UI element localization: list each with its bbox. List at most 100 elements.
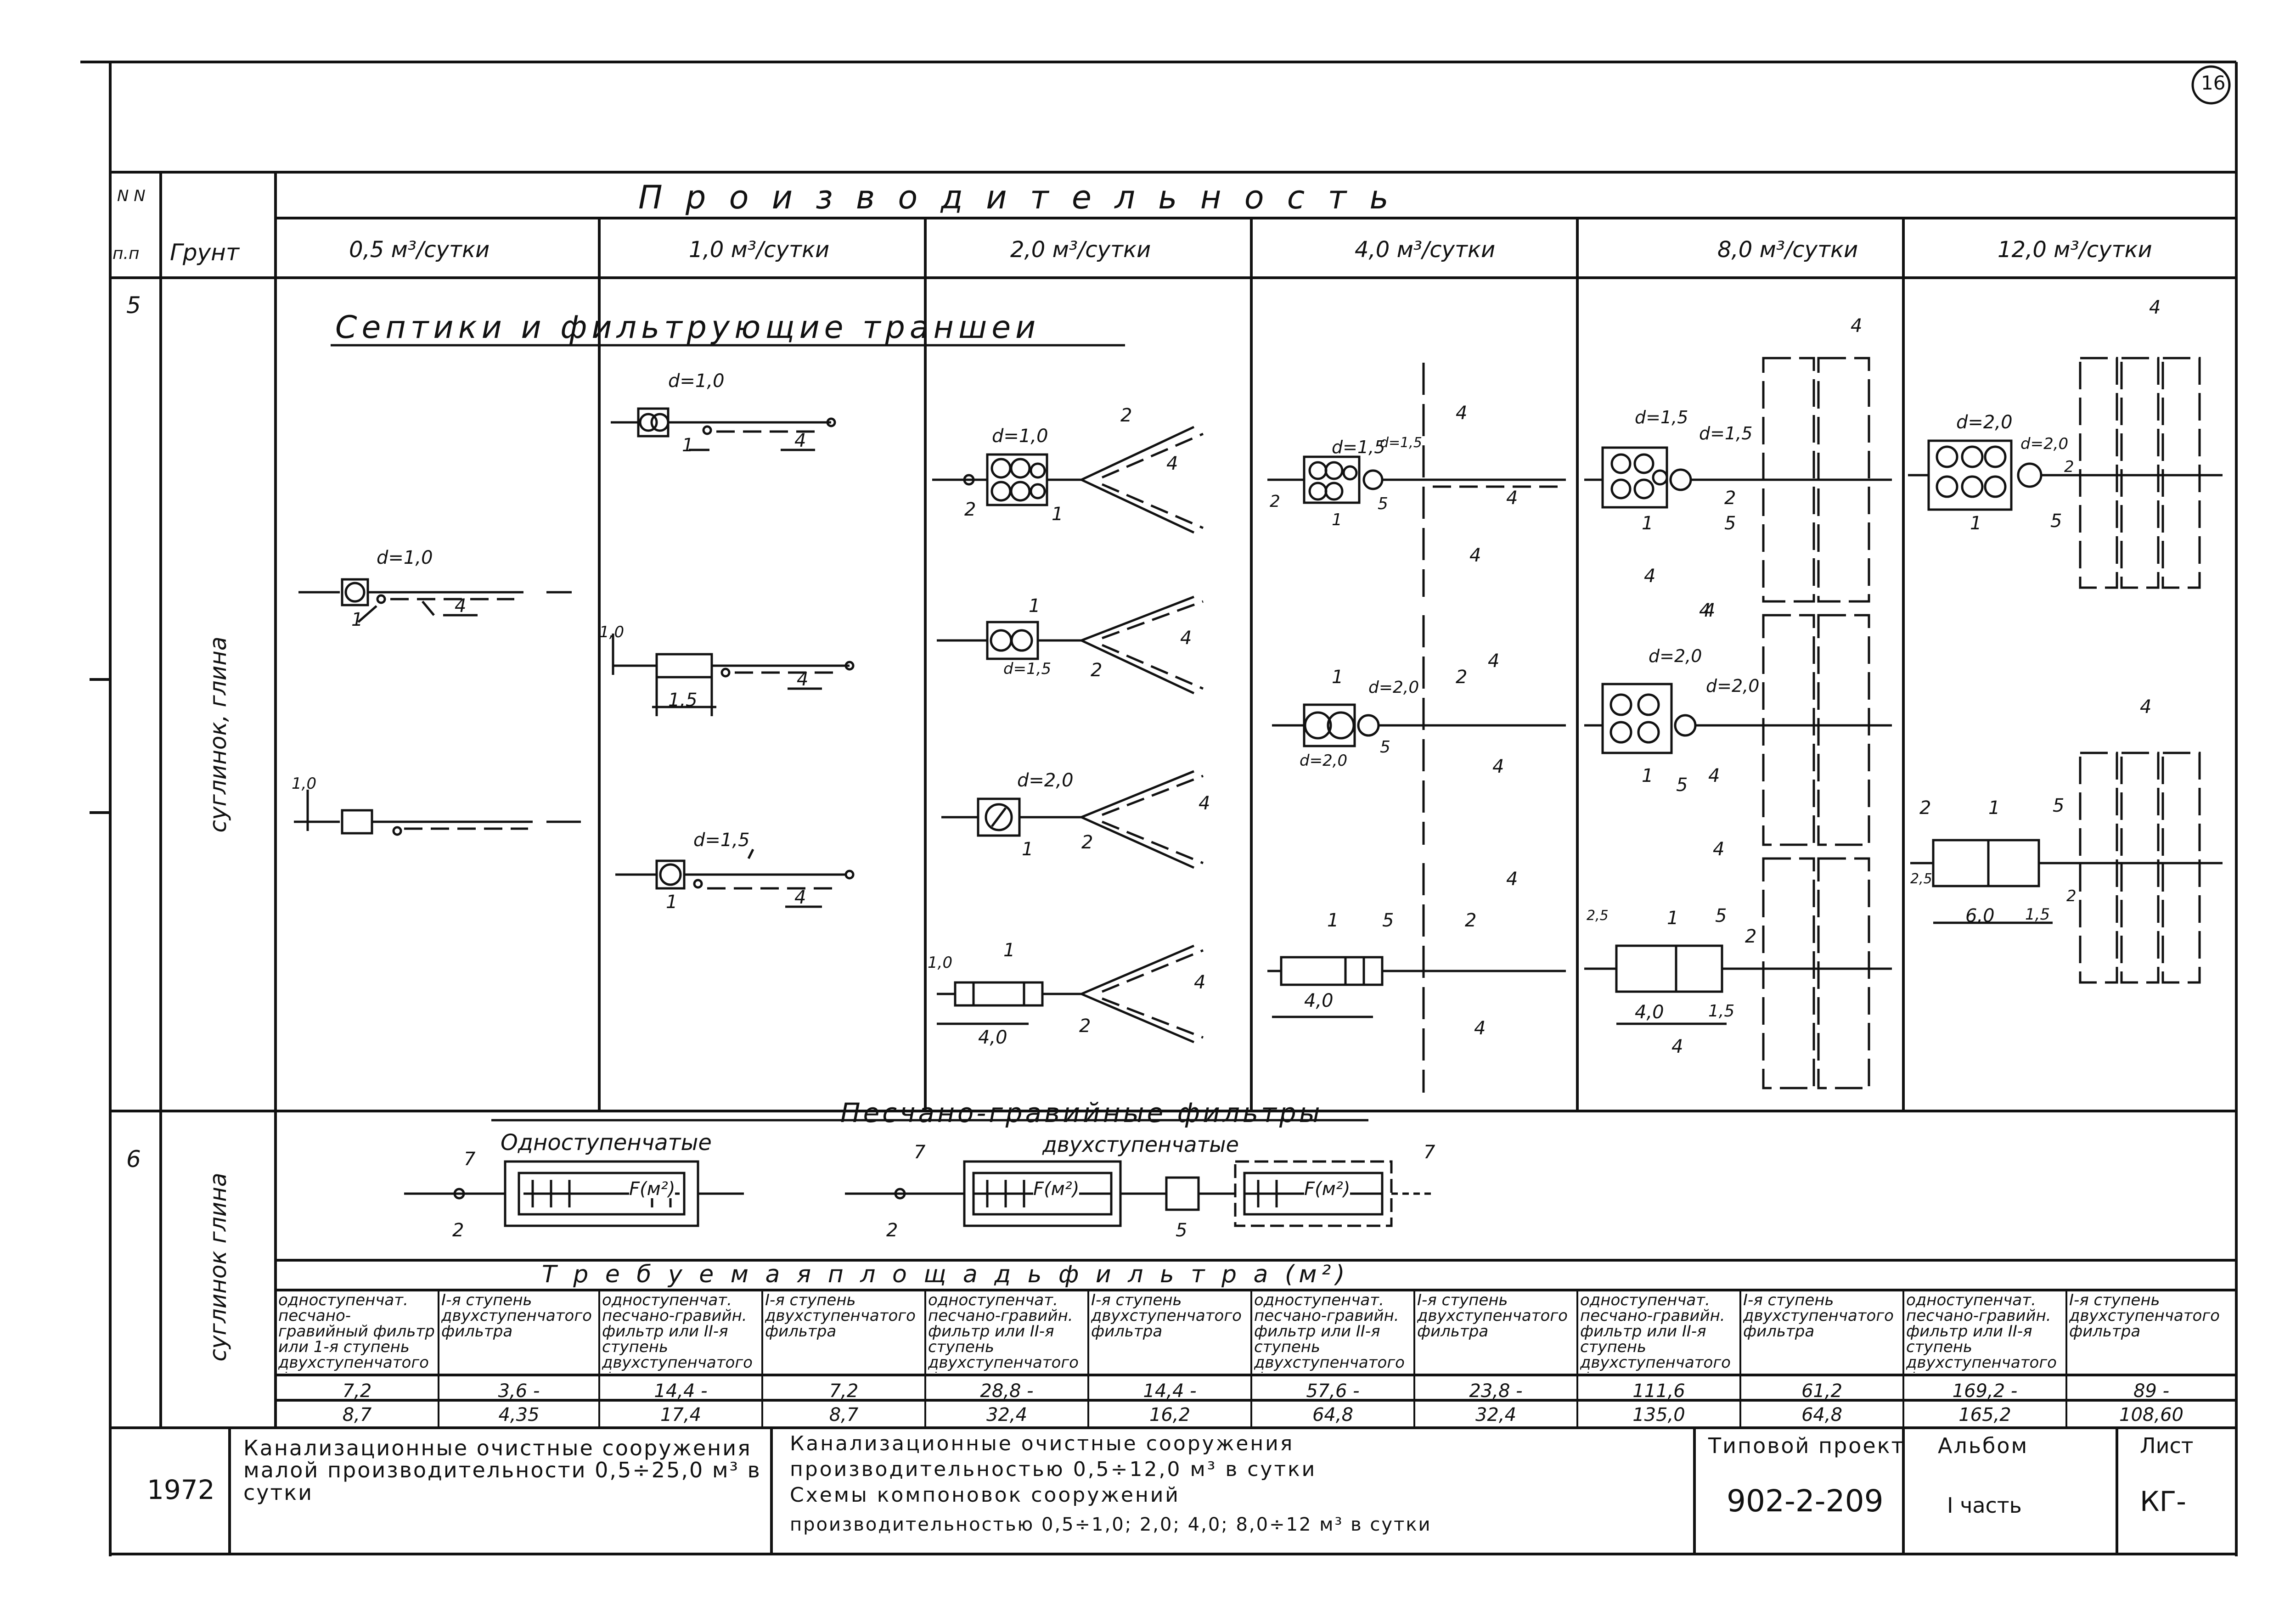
label-dim15-e: 1,5 bbox=[1708, 1002, 1735, 1021]
label-dim10-b: 1,0 bbox=[599, 623, 625, 641]
label-n1-f: 1 bbox=[1022, 839, 1034, 860]
label-d15-d2: d=1,5 bbox=[1380, 435, 1422, 451]
label-dim25-e: 2,5 bbox=[1587, 908, 1609, 924]
area-value-bottom-4: 32,4 bbox=[986, 1404, 1028, 1425]
header-capacity-title: П р о и з в о д и т е л ь н о с т ь bbox=[638, 179, 1395, 216]
label-n2-n: 2 bbox=[2064, 458, 2074, 476]
header-col-1: 1,0 м³/сутки bbox=[689, 237, 830, 263]
label-n2-g: 2 bbox=[1079, 1016, 1091, 1037]
label-dim15-b: 1,5 bbox=[668, 690, 698, 711]
area-value-bottom-5: 16,2 bbox=[1149, 1404, 1191, 1425]
label-d10-b: d=1,0 bbox=[668, 370, 725, 392]
title-block-object-title: Канализационные очистные сооружения мало… bbox=[243, 1436, 761, 1505]
area-value-bottom-10: 165,2 bbox=[1958, 1404, 2011, 1425]
header-col-4: 8,0 м³/сутки bbox=[1717, 237, 1858, 263]
header-ground: Грунт bbox=[170, 239, 240, 266]
label-n1-k: 1 bbox=[1642, 513, 1654, 534]
area-value-bottom-11: 108,60 bbox=[2119, 1404, 2183, 1425]
header-col-5: 12,0 м³/сутки bbox=[1998, 237, 2152, 263]
area-value-bottom-3: 8,7 bbox=[829, 1404, 859, 1425]
row5-section-title: Септики и фильтрующие траншеи bbox=[335, 309, 1041, 346]
title-block-doc-line-4: производительностью 0,5÷1,0; 2,0; 4,0; 8… bbox=[790, 1514, 1432, 1535]
label-dim60-l: 6,0 bbox=[1965, 905, 1995, 926]
label-n1-l: 1 bbox=[1642, 765, 1654, 786]
label-n4-b: 4 bbox=[794, 430, 806, 451]
row6-label-7c: 7 bbox=[1424, 1142, 1435, 1163]
label-d15-e2: d=1,5 bbox=[1699, 423, 1753, 443]
label-dim15-l: 1,5 bbox=[2025, 905, 2050, 924]
area-header-2: одноступенчат. песчано-гравийн. фильтр и… bbox=[602, 1292, 753, 1373]
label-dim25-l: 2,5 bbox=[1910, 871, 1932, 887]
label-n4-k: 4 bbox=[1469, 545, 1481, 566]
label-n4-n: 4 bbox=[1506, 869, 1518, 890]
row6-two-stage: двухступенчатые bbox=[1042, 1132, 1239, 1157]
area-header-11: I-я ступень двухступенчатого фильтра bbox=[2069, 1292, 2220, 1341]
label-n4-p: 4 bbox=[1851, 315, 1863, 337]
label-n2-j: 2 bbox=[1465, 910, 1477, 931]
label-n4-o: 4 bbox=[1474, 1018, 1486, 1039]
label-d20-l: d=2,0 bbox=[1956, 412, 2013, 433]
area-value-top-10: 169,2 - bbox=[1952, 1381, 2018, 1402]
label-n4-f: 4 bbox=[1180, 628, 1192, 649]
label-n1-c: 1 bbox=[666, 892, 678, 913]
label-n2-p: 2 bbox=[2066, 887, 2077, 905]
title-block-sheet-value: КГ- bbox=[2140, 1486, 2186, 1518]
label-n2-i: 2 bbox=[1456, 667, 1468, 688]
sheet-number: 16 bbox=[2201, 72, 2226, 94]
label-n4-v: 4 bbox=[1671, 1036, 1683, 1057]
area-value-top-7: 23,8 - bbox=[1469, 1381, 1523, 1402]
label-n2-d: 2 bbox=[964, 499, 976, 520]
area-header-9: I-я ступень двухступенчатого фильтра bbox=[1743, 1292, 1894, 1341]
row6-label-7a: 7 bbox=[464, 1149, 476, 1170]
label-d10-a: d=1,0 bbox=[377, 547, 433, 568]
area-value-bottom-7: 32,4 bbox=[1475, 1404, 1517, 1425]
label-dim40-c: 4,0 bbox=[978, 1027, 1007, 1048]
area-header-3: I-я ступень двухступенчатого фильтра bbox=[765, 1292, 916, 1341]
area-value-bottom-0: 8,7 bbox=[342, 1404, 372, 1425]
label-n4-h: 4 bbox=[1194, 972, 1206, 993]
label-n4-r: 4 bbox=[1699, 600, 1711, 621]
label-d15-e: d=1,5 bbox=[1635, 407, 1688, 427]
title-block-doc-line-2: производительностью 0,5÷12,0 м³ в сутки bbox=[790, 1458, 1317, 1481]
label-n2-c: 2 bbox=[1120, 405, 1132, 426]
label-d20-j: d=2,0 bbox=[1300, 752, 1348, 770]
area-value-top-6: 57,6 - bbox=[1306, 1381, 1360, 1402]
label-n4-i: 4 bbox=[1456, 403, 1468, 424]
label-n2-o: 2 bbox=[1919, 797, 1931, 819]
label-n1-a: 1 bbox=[351, 609, 363, 630]
area-header-6: одноступенчат. песчано-гравийн. фильтр и… bbox=[1254, 1292, 1405, 1373]
label-n4-m: 4 bbox=[1492, 756, 1504, 777]
label-n1-i: 1 bbox=[1332, 667, 1344, 688]
label-d10-c: d=1,0 bbox=[992, 426, 1048, 447]
label-n5-i: 5 bbox=[1380, 738, 1390, 757]
label-n2-m: 2 bbox=[1745, 926, 1757, 947]
title-block-sheet-label: Лист bbox=[2140, 1433, 2194, 1458]
header-nn: N N bbox=[117, 187, 146, 205]
label-d20-l2: d=2,0 bbox=[2020, 435, 2069, 453]
label-dim40-d: 4,0 bbox=[1304, 990, 1334, 1011]
area-value-top-11: 89 - bbox=[2133, 1381, 2170, 1402]
area-header-0: одноступенчат. песчано-гравийный фильтр … bbox=[278, 1292, 435, 1373]
area-value-bottom-2: 17,4 bbox=[660, 1404, 702, 1425]
area-value-top-8: 111,6 bbox=[1632, 1381, 1685, 1402]
title-block-project-label: Типовой проект bbox=[1708, 1433, 1905, 1458]
row6-single-stage: Одноступенчатые bbox=[501, 1130, 712, 1156]
title-block-year: 1972 bbox=[147, 1474, 215, 1505]
label-d15-c: d=1,5 bbox=[1003, 660, 1052, 678]
label-n1-b: 1 bbox=[682, 435, 694, 456]
row6-ground: суглинок глина bbox=[205, 1173, 231, 1362]
label-dim10-c: 1,0 bbox=[928, 954, 953, 972]
area-table-title: Т р е б у е м а я п л о щ а д ь ф и л ь … bbox=[542, 1261, 1350, 1288]
label-n5-h: 5 bbox=[1378, 494, 1388, 513]
row5-ground: суглинок, глина bbox=[205, 636, 231, 833]
label-d20-k2: d=2,0 bbox=[1706, 676, 1760, 696]
label-n1-j: 1 bbox=[1327, 910, 1339, 931]
label-n4-a: 4 bbox=[455, 595, 467, 617]
label-n1-m: 1 bbox=[1667, 908, 1679, 929]
area-header-1: I-я ступень двухступенчатого фильтра bbox=[441, 1292, 592, 1341]
area-value-top-0: 7,2 bbox=[342, 1381, 372, 1402]
label-n4-u: 4 bbox=[1713, 839, 1725, 860]
area-value-top-2: 14,4 - bbox=[654, 1381, 708, 1402]
label-n4-q: 4 bbox=[1644, 566, 1656, 587]
